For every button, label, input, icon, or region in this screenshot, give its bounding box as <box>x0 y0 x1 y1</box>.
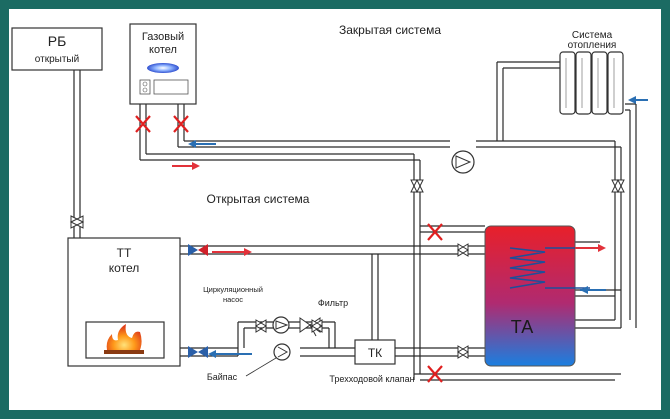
circ-pump-label-1: Циркуляционный <box>203 285 263 294</box>
bypass-label: Байпас <box>207 372 238 382</box>
gas-boiler-label-1: Газовый <box>142 31 184 43</box>
gas-boiler-label-2: котел <box>149 44 177 56</box>
open-system-label: Открытая система <box>207 192 310 206</box>
filter-label: Фильтр <box>318 298 348 308</box>
fire-icon <box>104 324 144 354</box>
tt-boiler-label-2: котел <box>109 261 139 275</box>
three-way-valve-short: ТК <box>368 346 382 360</box>
heating-system-label-2: отопления <box>568 40 617 51</box>
expansion-tank: РБ открытый <box>11 27 103 71</box>
circ-pump-label-2: насос <box>223 295 243 304</box>
gas-flame-icon <box>147 63 179 73</box>
three-way-valve: ТК <box>354 339 396 365</box>
three-way-valve-label: Трехходовой клапан <box>329 374 414 384</box>
hot-flow-arrows <box>172 162 606 256</box>
accumulator-label: ТА <box>511 317 533 337</box>
circulation-pump-icon <box>451 150 475 174</box>
bypass-leader-line <box>245 357 277 377</box>
valve-icon-set <box>69 178 625 359</box>
solid-fuel-boiler: ТТ котел <box>67 237 181 367</box>
expansion-tank-title: РБ <box>48 33 67 49</box>
bypass-pump-icon <box>273 343 291 361</box>
heating-system-label-1: Система <box>572 30 613 41</box>
colored-valve-icons <box>188 244 208 358</box>
closed-system-label: Закрытая система <box>339 23 441 37</box>
expansion-tank-sub: открытый <box>35 54 79 65</box>
gas-boiler: Газовый котел <box>129 23 197 105</box>
cold-flow-arrows <box>188 96 648 358</box>
tt-boiler-label-1: ТТ <box>117 246 132 260</box>
filter-icon <box>299 317 321 337</box>
accumulator-tank: ТА <box>484 225 590 367</box>
heating-radiator: Система отопления <box>559 30 624 115</box>
loop-pump-icon <box>272 316 290 334</box>
pipes <box>73 61 637 381</box>
blocked-cross-icons <box>135 115 443 383</box>
